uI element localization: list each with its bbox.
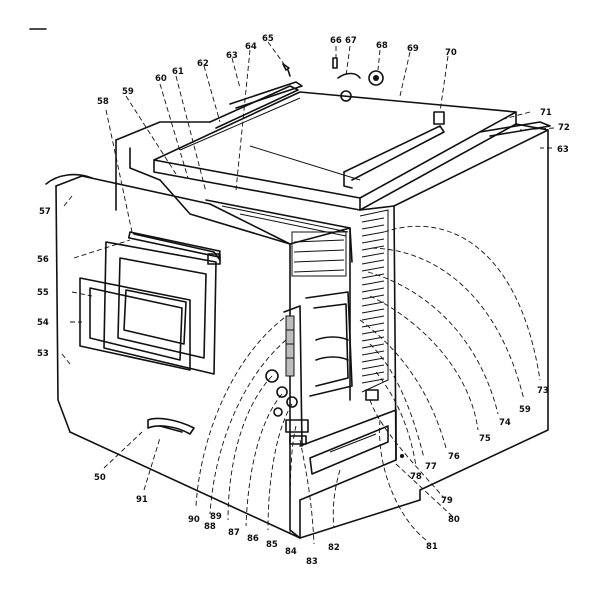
callout-69: 69 xyxy=(407,44,419,54)
callout-81: 81 xyxy=(426,542,438,552)
leader-lines xyxy=(61,41,555,545)
callout-74: 74 xyxy=(499,418,511,428)
callout-57: 57 xyxy=(39,207,51,217)
callout-62: 62 xyxy=(197,59,209,69)
door-window xyxy=(79,231,221,375)
callout-63-right: 63 xyxy=(557,145,569,155)
callout-59-right: 59 xyxy=(519,405,531,415)
callout-82: 82 xyxy=(328,543,340,553)
callout-61: 61 xyxy=(172,67,184,77)
cabinet-right-side xyxy=(359,123,549,501)
callout-71: 71 xyxy=(540,108,552,118)
cabinet-top-panel xyxy=(153,91,517,211)
callout-85: 85 xyxy=(266,540,278,550)
callout-78: 78 xyxy=(410,472,422,482)
oven-interior xyxy=(289,227,353,401)
callout-88: 88 xyxy=(204,522,216,532)
control-column xyxy=(265,305,309,447)
callout-66: 66 xyxy=(330,36,342,46)
door-gasket xyxy=(45,173,93,185)
callout-84: 84 xyxy=(285,547,297,557)
callout-67: 67 xyxy=(345,36,357,46)
callout-91: 91 xyxy=(136,495,148,505)
door-handle xyxy=(147,417,195,435)
top-fasteners xyxy=(282,57,445,125)
callout-86: 86 xyxy=(247,534,259,544)
callout-73: 73 xyxy=(537,386,549,396)
door-front-panel xyxy=(55,175,301,539)
callout-55: 55 xyxy=(37,288,49,298)
callout-83: 83 xyxy=(306,557,318,567)
lower-drawer xyxy=(299,389,421,539)
insulation-strip xyxy=(359,209,389,393)
callout-80: 80 xyxy=(448,515,460,525)
callout-59-top: 59 xyxy=(122,87,134,97)
callout-79: 79 xyxy=(441,496,453,506)
callout-50: 50 xyxy=(94,473,106,483)
callout-90: 90 xyxy=(188,515,200,525)
callout-77: 77 xyxy=(425,462,437,472)
callout-60: 60 xyxy=(155,74,167,84)
top-side-trims xyxy=(209,81,551,137)
callout-56: 56 xyxy=(37,255,49,265)
callout-64: 64 xyxy=(245,42,257,52)
callout-54: 54 xyxy=(37,318,49,328)
callout-58: 58 xyxy=(97,97,109,107)
callout-70: 70 xyxy=(445,48,457,58)
callout-75: 75 xyxy=(479,434,491,444)
callout-53: 53 xyxy=(37,349,49,359)
callout-labels: 65 66 67 68 69 70 63 64 62 61 60 59 58 7… xyxy=(37,34,570,567)
callout-76: 76 xyxy=(448,452,460,462)
callout-89: 89 xyxy=(210,512,222,522)
callout-65: 65 xyxy=(262,34,274,44)
callout-68: 68 xyxy=(376,41,388,51)
callout-72: 72 xyxy=(558,123,570,133)
callout-87: 87 xyxy=(228,528,240,538)
callout-63-top: 63 xyxy=(226,51,238,61)
